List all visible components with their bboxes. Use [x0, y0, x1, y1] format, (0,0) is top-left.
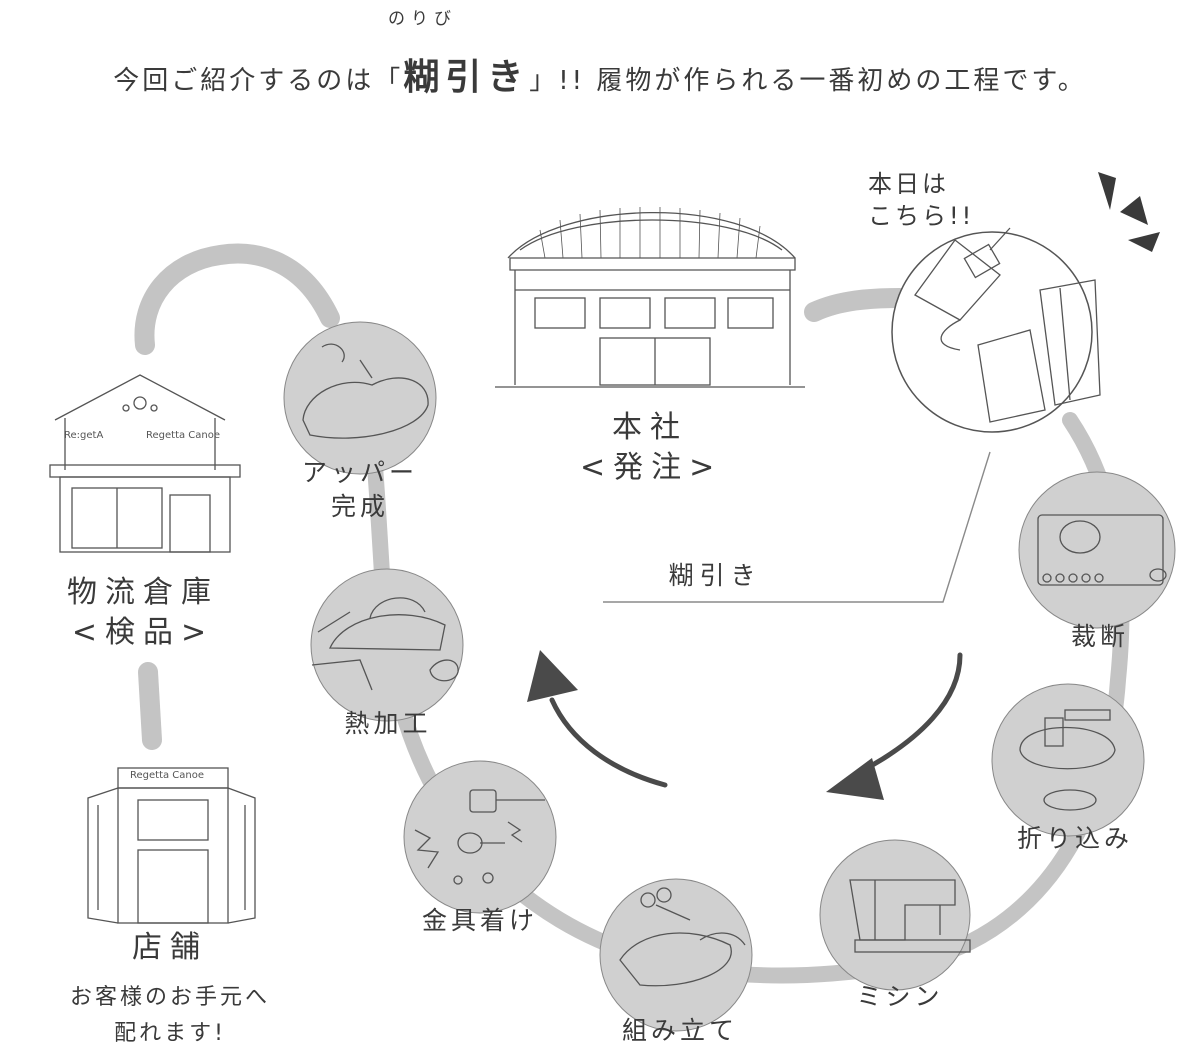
step-circle-assembly — [599, 878, 753, 1032]
step-circle-upper — [283, 321, 437, 475]
store-building-icon — [87, 767, 256, 924]
iron-icon — [311, 597, 459, 691]
arrow-curve-right — [857, 652, 963, 775]
step-circle-hardware — [403, 760, 557, 914]
step-label-upper-line2: 完成 — [330, 492, 389, 521]
step-label-upper-line1: アッパー — [301, 458, 418, 487]
store-caption-line2: 配れます! — [114, 1021, 226, 1046]
header-ruby: のりび — [388, 9, 457, 29]
process-label: 糊引き — [668, 561, 762, 590]
arrow-curve-left — [549, 697, 668, 788]
step-circle-sewing — [819, 839, 971, 991]
arrowhead-right — [826, 758, 884, 800]
rivet-hammer-icon — [414, 789, 545, 885]
step-circle-cutting — [1018, 471, 1176, 629]
page-headline: 今回ご紹介するのは「糊引き」!! 履物が作られる一番初めの工程です。 — [0, 48, 1200, 100]
headquarters-label: 本社 <発注> — [580, 408, 720, 488]
headquarters-sub: <発注> — [580, 450, 723, 485]
glue-brush-icon — [914, 227, 1101, 423]
step-label-folding: 折り込み — [1016, 824, 1133, 853]
warehouse-label: 物流倉庫 <検品> — [48, 573, 238, 653]
hands-assembly-icon — [619, 887, 746, 987]
warehouse-sign-regeta: Re:getA — [64, 430, 104, 441]
headline-after: 」!! 履物が作られる一番初めの工程です。 — [529, 66, 1087, 96]
cycle-arrows — [527, 650, 963, 800]
today-note: 本日は こちら!! — [868, 168, 974, 232]
today-note-line1: 本日は — [868, 170, 949, 198]
step-circles — [283, 321, 1176, 1032]
step-label-assembly: 組み立て — [621, 1016, 738, 1045]
step-label-heat: 熱加工 — [344, 709, 432, 738]
store-sign: Regetta Canoe — [130, 770, 205, 781]
today-step-circle — [891, 227, 1101, 433]
step-label-sewing: ミシン — [856, 982, 944, 1011]
store-caption-line1: お客様のお手元へ — [69, 985, 270, 1010]
step-circle-heat — [310, 568, 464, 722]
track-hq-to-today — [804, 288, 910, 322]
hammer-icon — [1019, 709, 1116, 811]
step-label-upper: アッパー 完成 — [290, 456, 430, 524]
warehouse-building-icon — [49, 374, 241, 553]
warehouse-sign-canoe: Regetta Canoe — [146, 430, 221, 441]
step-circle-folding — [991, 683, 1145, 837]
store-name: 店舗 — [132, 930, 208, 965]
step-label-hardware: 金具着け — [421, 906, 538, 935]
track-upper-to-warehouse — [134, 243, 340, 355]
headline-emphasis: 糊引き — [403, 57, 530, 98]
scissors-pattern-icon — [1037, 514, 1167, 586]
sewing-machine-icon — [849, 879, 971, 953]
headline-before: 今回ご紹介するのは「 — [113, 66, 404, 96]
headquarters-name: 本社 — [612, 410, 688, 445]
process-bracket-line — [603, 451, 991, 603]
headquarters-building-icon — [495, 207, 805, 388]
track-warehouse-to-store — [138, 662, 162, 750]
arrowhead-left — [527, 650, 578, 702]
shoe-upper-icon — [302, 343, 429, 439]
warehouse-sub: <検品> — [71, 615, 215, 650]
warehouse-name: 物流倉庫 — [67, 575, 219, 610]
store-caption: お客様のお手元へ 配れます! — [30, 980, 310, 1052]
emphasis-marks-icon — [1098, 172, 1160, 252]
today-note-line2: こちら!! — [868, 202, 975, 230]
step-label-cutting: 裁断 — [1070, 622, 1129, 651]
